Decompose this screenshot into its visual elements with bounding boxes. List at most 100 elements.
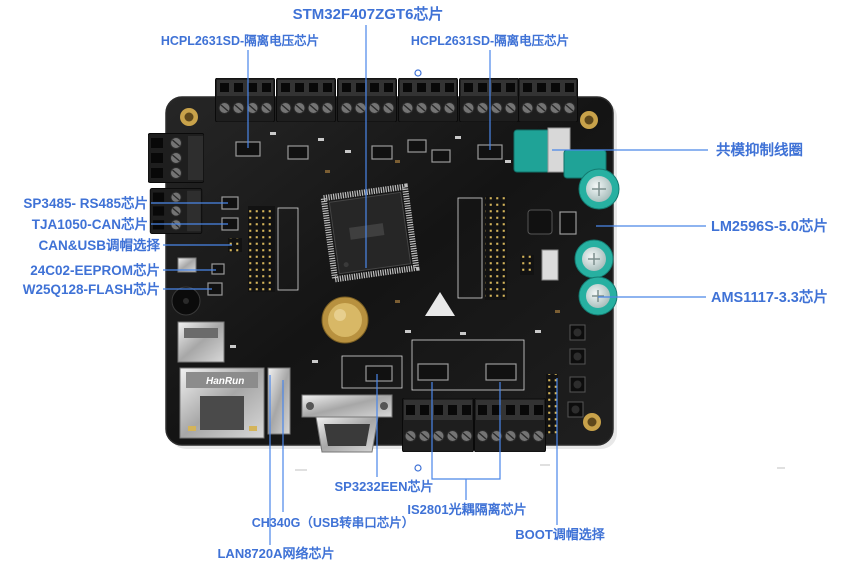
usb-connector [177,257,197,273]
top-terminal-block [215,78,275,122]
label-ams1117: AMS1117-3.3芯片 [711,288,828,306]
buzzer [171,286,201,316]
header-silkscreen [277,207,299,291]
silkscreen-box [411,339,525,391]
top-terminal-block [337,78,397,122]
lm2596-chip [559,211,577,235]
slide-switch [541,249,559,281]
top-terminal-block [276,78,336,122]
left-pin-header [248,206,275,292]
bottom-terminal-block [402,398,474,452]
top-terminal-block [518,78,578,122]
optocoupler-chip [287,145,309,160]
callout-labels: STM32F407ZGT6芯片 HCPL2631SD-隔离电压芯片 HCPL26… [23,5,828,561]
choke-body [513,129,551,173]
reset-button [567,401,584,418]
capacitor [574,239,614,279]
db9-screw [306,402,314,410]
push-button [569,324,586,341]
rj45-led [249,426,257,431]
marker-dot [414,464,422,472]
ams1117-capacitor [578,276,618,316]
left-terminal-block [148,133,204,183]
usb-serial-connector [267,367,291,435]
mcu-reflection [349,223,385,240]
smd-component [455,136,461,139]
label-is2801: IS2801光耦隔离芯片 [407,502,526,517]
power-inductor [527,209,553,235]
rj45-jack: HanRun [179,367,265,439]
smd-component [318,138,324,141]
left-terminal-block [149,188,203,234]
rj45-led [188,426,196,431]
optocoupler-chip [371,145,393,160]
label-lan8720a: LAN8720A网络芯片 [217,546,334,561]
right-pin-header [485,196,507,300]
background-speck [295,469,307,471]
lm2596-capacitor [578,168,620,210]
smd-component [505,160,511,163]
mounting-hole [580,111,598,129]
stm32-mcu [320,183,420,283]
silkscreen-box [341,355,403,389]
db9-connector [301,394,393,453]
background-speck [777,467,785,469]
is2801-chip [485,363,517,381]
smd-component [535,330,541,333]
power-header [520,255,534,275]
smd-component [460,332,466,335]
label-hcpl-right: HCPL2631SD-隔离电压芯片 [411,33,569,48]
optocoupler-chip [431,149,451,163]
label-sp3232: SP3232EEN芯片 [335,479,434,494]
db9-flange [301,394,393,418]
label-lm2596: LM2596S-5.0芯片 [711,217,828,235]
marker-dot [414,69,422,77]
smd-component [270,132,276,135]
smd-component [345,150,351,153]
coin-cell-holder [321,296,369,344]
mounting-hole [180,108,198,126]
header-silkscreen [457,197,483,299]
db9-screw [380,402,388,410]
mcu-pin1-marker [343,262,349,268]
sd-card-slot [177,321,225,363]
callout-lines [151,25,708,545]
smd-component [312,360,318,363]
label-can-usb: CAN&USB调帽选择 [39,237,161,253]
smd-component [555,310,560,313]
label-mcu: STM32F407ZGT6芯片 [293,5,444,23]
label-tja1050: TJA1050-CAN芯片 [32,216,148,232]
label-ch340g: CH340G（USB转串口芯片） [252,515,415,530]
smd-component [395,300,400,303]
top-terminal-block [459,78,519,122]
db9-socket [324,424,370,446]
label-sp3485: SP3485- RS485芯片 [23,195,148,211]
optocoupler-chip [407,139,427,153]
can-usb-jumper-header [228,238,242,252]
smd-component [395,160,400,163]
label-flash: W25Q128-FLASH芯片 [23,281,160,297]
smd-component [405,330,411,333]
callout-line-is2801 [431,382,501,500]
label-boot: BOOT调帽选择 [515,527,606,542]
smd-component [325,170,330,173]
rj45-brand-text: HanRun [206,376,244,387]
boot-jumper-header [546,374,558,434]
sp3232-chip [365,365,393,382]
is2801-chip [417,363,449,381]
label-hcpl-left: HCPL2631SD-隔离电压芯片 [161,33,319,48]
rj45-port [200,396,244,430]
pcb: HanRun [148,78,620,453]
smd-component [230,345,236,348]
push-button [569,348,586,365]
bottom-terminal-block [474,398,546,452]
label-eeprom: 24C02-EEPROM芯片 [30,262,160,278]
eeprom-chip [211,263,225,275]
label-choke: 共模抑制线圈 [716,141,803,159]
top-terminal-block [398,78,458,122]
mcu-pins [320,183,420,283]
background-speck [540,464,550,466]
push-button [569,376,586,393]
mounting-hole [583,413,601,431]
